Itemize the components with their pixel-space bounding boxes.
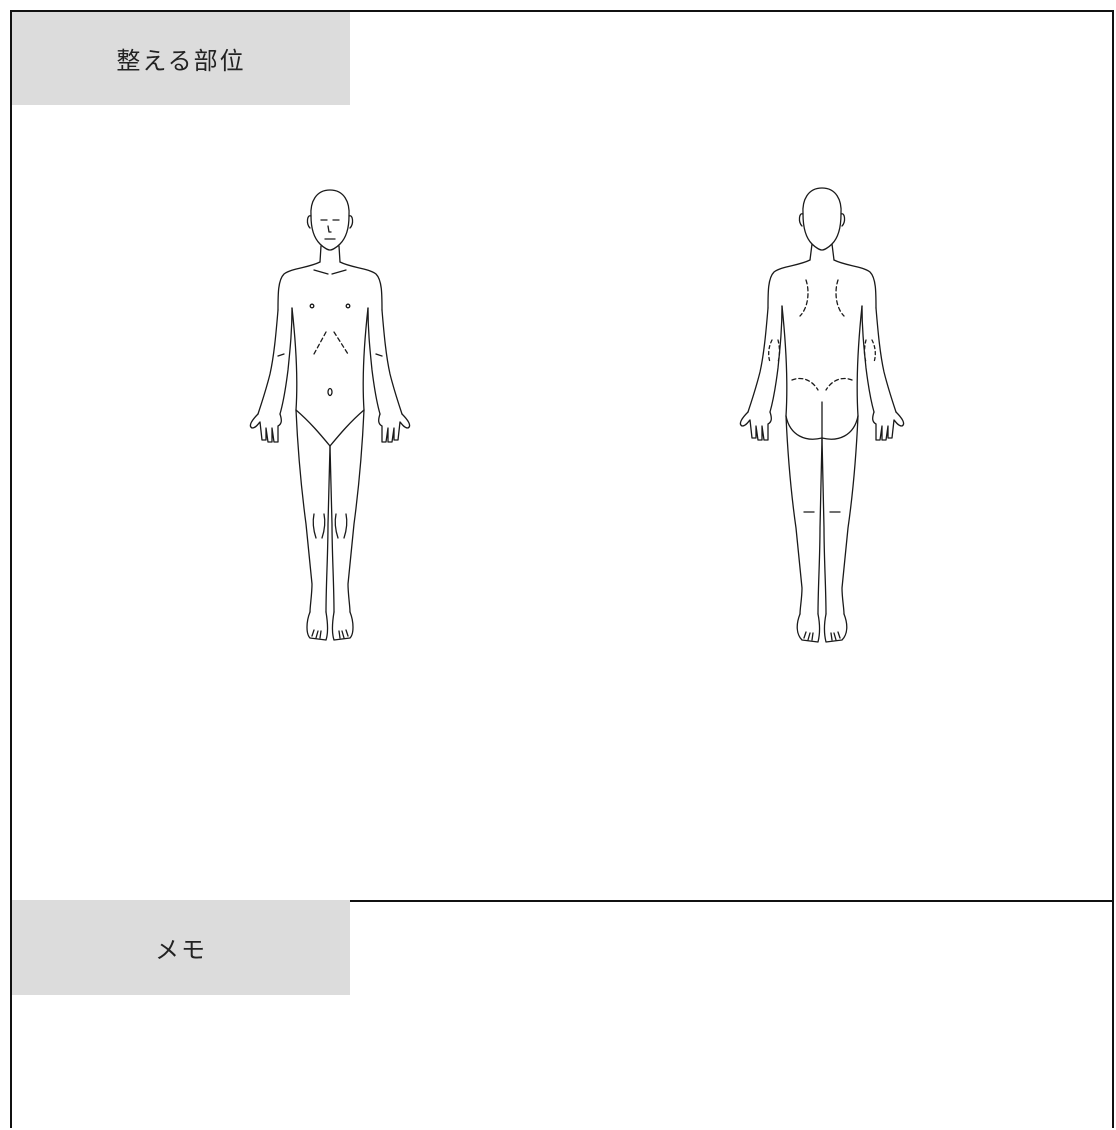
body-parts-section: 整える部位 — [12, 12, 1112, 902]
body-front-illustration[interactable] — [230, 184, 430, 654]
treatment-sheet: 整える部位 — [10, 10, 1114, 1128]
body-parts-label: 整える部位 — [12, 12, 350, 105]
memo-area[interactable] — [12, 995, 1112, 1130]
memo-section: メモ — [12, 900, 1112, 1130]
memo-label: メモ — [12, 900, 350, 995]
body-back-illustration[interactable] — [722, 184, 922, 654]
